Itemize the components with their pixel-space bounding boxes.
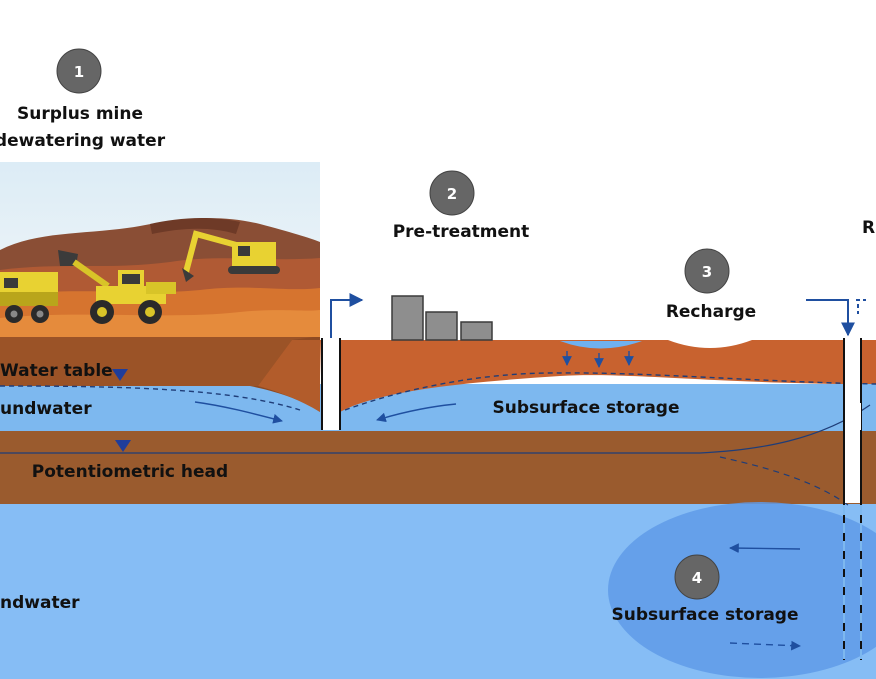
injection-pipe-arrow-icon [806,299,855,337]
treatment-building-icon [391,295,493,341]
mine-pit-bench [258,340,320,412]
step-3-number: 3 [702,263,712,281]
recharge-basin-water [560,341,642,349]
mine-pit-face [0,336,320,386]
step-2-title: Pre-treatment [393,222,530,242]
subsurface-storage-upper-label: Subsurface storage [493,398,680,418]
potentiometric-drawdown-line [719,456,849,506]
unsaturated-zone-layer [320,340,876,412]
step-2-number: 2 [447,185,457,203]
flow-arrows [194,293,866,651]
step-badge-4: 4 [674,554,720,600]
recharge-basin-rim [668,340,752,348]
step-1-title-line2: dewatering water [0,131,166,151]
aquitard-layer [0,430,876,504]
step-1-number: 1 [74,63,84,81]
subsurface-storage-plume [608,502,876,678]
step-badge-2: 2 [429,170,475,216]
mine-scene-illustration [0,162,320,337]
water-table-marker-icon [112,369,128,381]
potentiometric-head-label: Potentiometric head [32,462,228,482]
step-3-title: Recharge [666,302,756,322]
step-4-number: 4 [692,569,702,587]
step-badge-1: 1 [56,48,102,94]
step-badge-3: 3 [684,248,730,294]
water-table-line [0,372,876,411]
flow-arrow-icon [729,543,801,554]
haul-truck-icon [0,272,58,323]
discharge-pipe-arrow-icon [330,293,364,338]
potentiometric-marker-icon [115,440,131,452]
upper-groundwater-label: undwater [0,399,92,419]
excavator-icon [182,230,280,282]
flow-arrow-icon [376,403,457,423]
step-4-title: Subsurface storage [612,605,799,625]
shallow-aquifer-layer [0,384,876,431]
step-1-title-line1: Surplus mine [17,104,143,124]
lower-groundwater-label: ndwater [0,593,80,613]
edge-label-cut: R [862,218,875,238]
water-table-label: Water table [0,361,113,381]
wheel-loader-icon [58,250,176,324]
injection-pipe-branch [856,299,866,314]
dewatering-well [321,338,341,430]
flow-arrow-icon [194,401,283,424]
injection-well-shallow-window [845,403,861,430]
